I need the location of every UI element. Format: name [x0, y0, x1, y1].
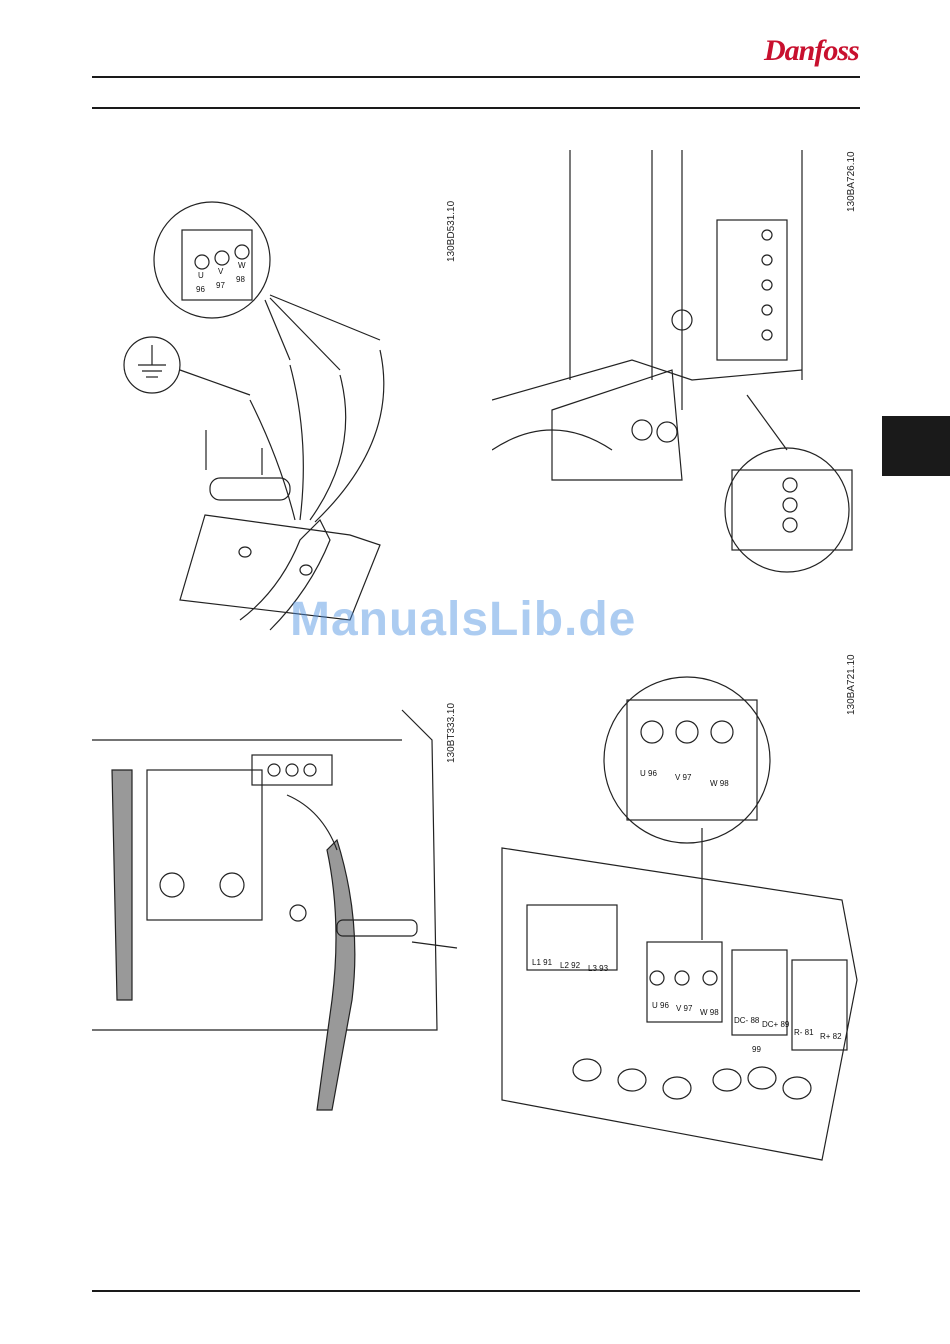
footer-rule — [92, 1290, 860, 1292]
cable-clamp-drawing — [92, 700, 462, 1120]
plug-number-96: 96 — [196, 285, 205, 294]
strip-label-l3: L3 93 — [588, 964, 609, 973]
terminal-detail-drawing: U 96 V 97 W 98 L1 91 L2 92 L3 93 U 96 V … — [492, 660, 862, 1180]
enclosure-drawing — [492, 150, 862, 590]
strip-label-l1: L1 91 — [532, 958, 553, 967]
figure-id-130bd531: 130BD531.10 — [446, 201, 457, 262]
figure-enclosure-terminals — [492, 150, 862, 590]
header-rule-bottom — [92, 107, 860, 109]
strip-label-l2: L2 92 — [560, 961, 581, 970]
figure-motor-plug: U V W 96 97 98 — [110, 200, 450, 640]
strip-label-r-plus: R+ 82 — [820, 1032, 842, 1041]
figure-id-130bt333: 130BT333.10 — [446, 703, 457, 763]
strip-label-v: V 97 — [676, 1004, 693, 1013]
detail-label-v97: V 97 — [675, 773, 692, 782]
chapter-tab — [882, 416, 950, 476]
strip-label-u: U 96 — [652, 1001, 669, 1010]
watermark: ManualsLib.de — [290, 592, 636, 647]
plug-label-v: V — [218, 267, 224, 276]
strip-label-dc-minus: DC- 88 — [734, 1016, 760, 1025]
figure-id-130ba726: 130BA726.10 — [846, 151, 857, 212]
plug-label-u: U — [198, 271, 204, 280]
motor-plug-drawing: U V W 96 97 98 — [110, 200, 450, 640]
figure-id-130ba721: 130BA721.10 — [846, 654, 857, 715]
header-rule-top — [92, 76, 860, 78]
ground-label-99: 99 — [752, 1045, 761, 1054]
strip-label-dc-plus: DC+ 89 — [762, 1020, 790, 1029]
figure-terminal-detail: U 96 V 97 W 98 L1 91 L2 92 L3 93 U 96 V … — [492, 660, 862, 1180]
plug-label-w: W — [238, 261, 246, 270]
plug-number-97: 97 — [216, 281, 225, 290]
danfoss-logo: Danfoss — [764, 28, 864, 74]
strip-label-w: W 98 — [700, 1008, 719, 1017]
strip-label-r-minus: R- 81 — [794, 1028, 814, 1037]
detail-label-w98: W 98 — [710, 779, 729, 788]
detail-label-u96: U 96 — [640, 769, 657, 778]
plug-number-98: 98 — [236, 275, 245, 284]
figure-cable-clamp — [92, 700, 462, 1120]
